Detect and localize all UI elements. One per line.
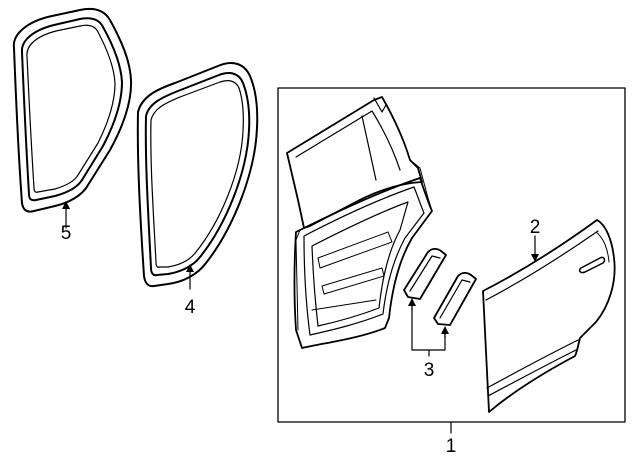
door-assembly-box: 1 [277,87,626,457]
callout-4: 4 [185,297,196,318]
callout-2: 2 [530,217,541,238]
door-inner-frame [286,96,433,349]
callout-3: 3 [424,360,435,381]
callout-1: 1 [446,436,457,457]
door-seal-small: 5 [12,7,133,244]
door-seal-large: 4 [136,62,259,318]
callout-5: 5 [61,223,72,244]
door-outer-panel: 2 [482,217,616,413]
door-pads: 3 [403,247,477,381]
